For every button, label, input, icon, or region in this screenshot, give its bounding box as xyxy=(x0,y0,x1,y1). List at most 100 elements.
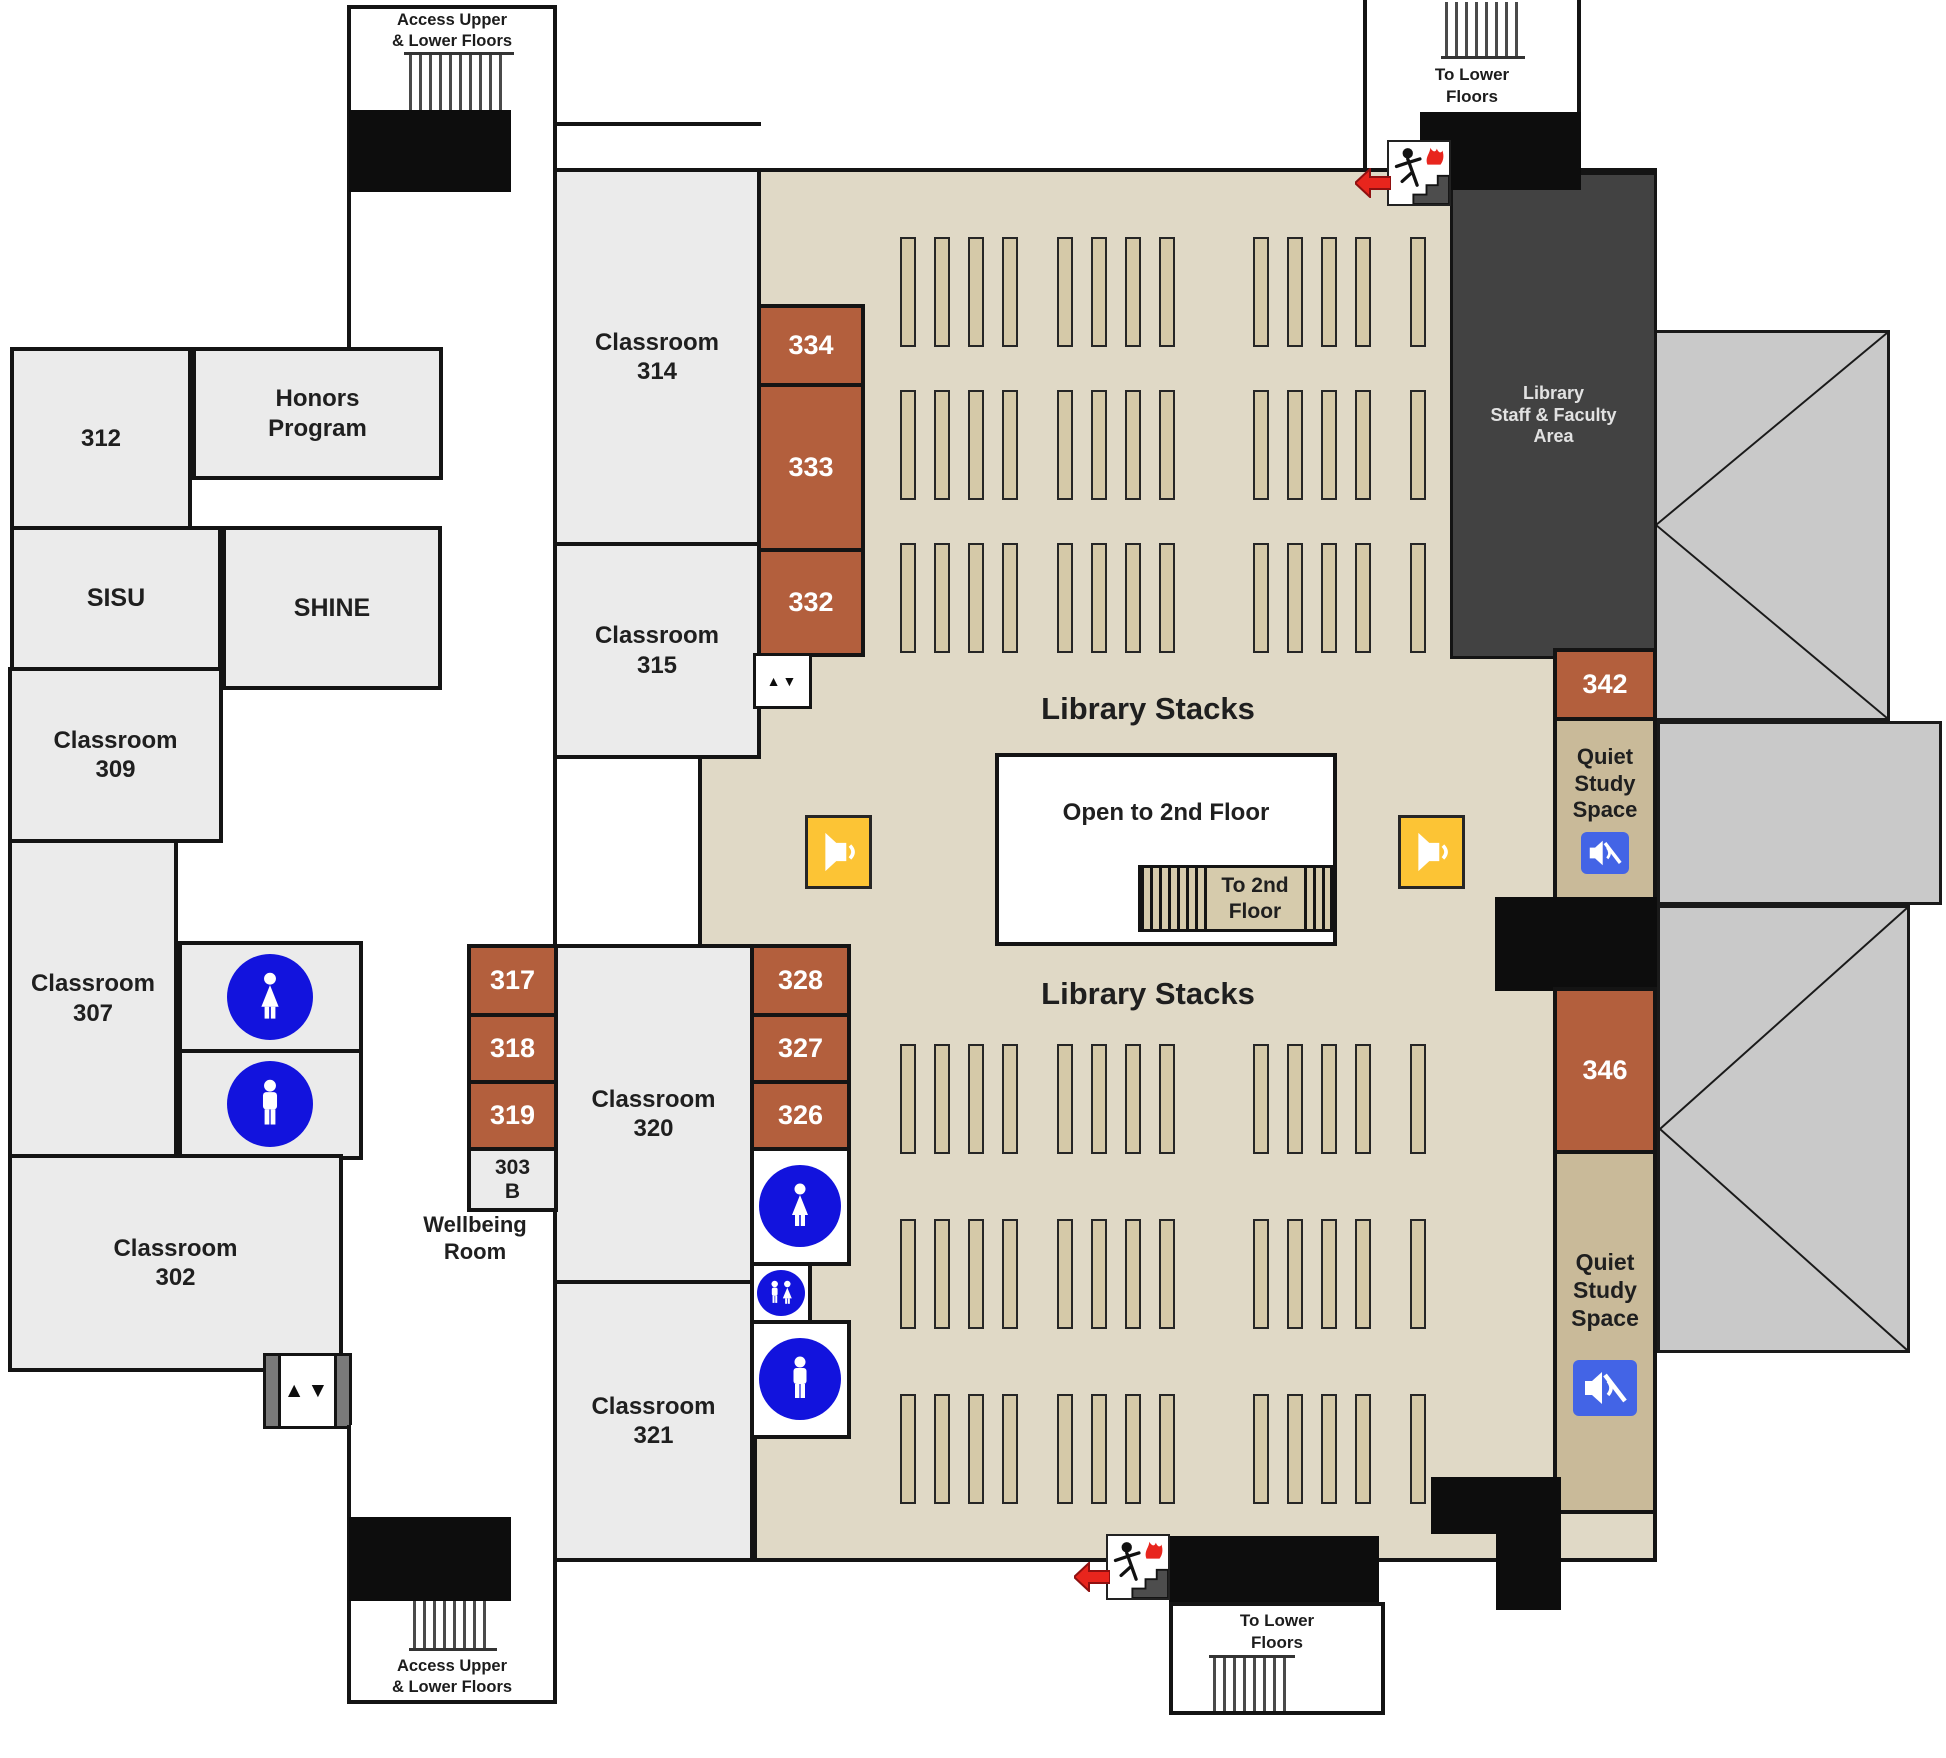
bookshelf-bar xyxy=(1057,390,1073,500)
bookshelf-bar xyxy=(1159,390,1175,500)
bookshelf-bar xyxy=(1410,1044,1426,1154)
fire-exit-glyph xyxy=(1113,1541,1169,1599)
quiet-study-space-2: Quiet Study Space xyxy=(1553,1150,1657,1514)
stairs-hatch-icon xyxy=(1304,868,1330,929)
roof-section-middle xyxy=(1657,721,1942,905)
classroom-302-label: Classroom 302 xyxy=(113,1234,238,1291)
bookshelf-bar xyxy=(1410,390,1426,500)
bookshelf-bar xyxy=(934,1219,950,1329)
family-icon xyxy=(771,1280,792,1304)
wall-block xyxy=(1495,897,1657,991)
bookshelf-bar xyxy=(1091,1394,1107,1504)
room-327: 327 xyxy=(750,1013,851,1084)
man-icon xyxy=(262,1079,278,1125)
bookshelf-bar xyxy=(900,543,916,653)
room-346-label: 346 xyxy=(1582,1055,1628,1086)
room-classroom-307: Classroom 307 xyxy=(8,839,178,1158)
bookshelf-bar xyxy=(1002,237,1018,347)
room-334: 334 xyxy=(757,304,865,387)
room-317: 317 xyxy=(467,944,558,1017)
bookshelf-bar xyxy=(1355,237,1371,347)
stairs-hatch-icon xyxy=(1213,1658,1291,1711)
bookshelf-bar xyxy=(968,543,984,653)
room-classroom-302: Classroom 302 xyxy=(8,1154,343,1372)
bookshelf-bar xyxy=(1057,1394,1073,1504)
bookshelf-bar xyxy=(1125,237,1141,347)
stair-landing xyxy=(1169,1536,1379,1606)
room-shine: SHINE xyxy=(222,526,442,690)
room-328: 328 xyxy=(750,944,851,1017)
room-303b-label: 303 B xyxy=(494,1156,531,1203)
bookshelf-bar xyxy=(1355,390,1371,500)
bookshelf-bar xyxy=(934,543,950,653)
bookshelf-bar xyxy=(934,390,950,500)
fire-exit-icon xyxy=(1387,140,1451,206)
speaker-icon xyxy=(1417,832,1448,872)
room-333-label: 333 xyxy=(788,452,834,483)
bookshelf-bar xyxy=(900,1219,916,1329)
library-staff-area: Library Staff & Faculty Area xyxy=(1450,172,1657,659)
bookshelf-bar xyxy=(1355,543,1371,653)
bookshelf-bar xyxy=(1159,1394,1175,1504)
elevator-door-rail-icon xyxy=(263,1353,281,1429)
stair-edge xyxy=(404,52,514,55)
room-honors-program: Honors Program xyxy=(192,347,443,480)
bookshelf-bar xyxy=(1321,1394,1337,1504)
library-stacks-title-lower: Library Stacks xyxy=(1041,976,1255,1011)
wellbeing-room-label: Wellbeing Room xyxy=(423,1212,527,1264)
room-318-label: 318 xyxy=(489,1033,536,1064)
no-sound-icon xyxy=(1573,1360,1637,1417)
men-restroom-icon xyxy=(759,1338,841,1420)
bookshelf-bar xyxy=(1321,1044,1337,1154)
man-icon xyxy=(793,1356,807,1398)
bookshelf-bar xyxy=(1057,237,1073,347)
bookshelf-bar xyxy=(1002,390,1018,500)
bookshelf-bar xyxy=(1091,390,1107,500)
bookshelf-bar xyxy=(1287,1044,1303,1154)
roof-section-top xyxy=(1653,330,1890,721)
women-restroom-icon xyxy=(759,1165,841,1247)
room-319: 319 xyxy=(467,1080,558,1151)
bookshelf-bar xyxy=(968,390,984,500)
room-318: 318 xyxy=(467,1013,558,1084)
corridor-spine-wall xyxy=(553,122,557,1429)
bookshelf-bar xyxy=(934,237,950,347)
roof-braces-icon xyxy=(1656,333,1887,718)
muted-speaker-icon xyxy=(1589,841,1622,866)
bookshelf-bar xyxy=(1159,1219,1175,1329)
bookshelf-bar xyxy=(1287,237,1303,347)
to-2nd-floor-label: To 2nd Floor xyxy=(1221,874,1289,923)
room-328-label: 328 xyxy=(777,965,824,996)
room-classroom-321: Classroom 321 xyxy=(553,1280,754,1562)
bookshelf-bar xyxy=(1159,543,1175,653)
classroom-320-label: Classroom 320 xyxy=(591,1085,716,1142)
library-floor-jut xyxy=(698,755,757,951)
quiet-study-label: Quiet Study Space xyxy=(1571,1248,1639,1332)
bookshelf-bar xyxy=(1253,237,1269,347)
wall-block xyxy=(1431,1477,1561,1534)
stair-label: Access Upper & Lower Floors xyxy=(391,1657,513,1697)
elevator-icon: ▲▼ xyxy=(283,1379,332,1402)
bookshelf-bar xyxy=(1287,390,1303,500)
bookshelf-bar xyxy=(1355,1044,1371,1154)
bookshelf-bar xyxy=(1253,1044,1269,1154)
bookshelf-bar xyxy=(1321,390,1337,500)
stair-landing xyxy=(349,1517,511,1601)
bookshelf-bar xyxy=(1002,1044,1018,1154)
corridor-left-wall xyxy=(347,192,351,351)
bookshelf-bar xyxy=(1410,237,1426,347)
stairs-hatch-icon xyxy=(413,1601,491,1650)
no-sound-icon xyxy=(1581,832,1629,875)
room-319-label: 319 xyxy=(489,1100,536,1131)
bookshelf-bar xyxy=(1002,1394,1018,1504)
elevator-icon: ▲▼ xyxy=(766,673,799,689)
classroom-307-label: Classroom 307 xyxy=(30,970,156,1027)
bookshelf-bar xyxy=(900,1044,916,1154)
honors-label: Honors Program xyxy=(268,385,367,442)
bookshelf-bar xyxy=(1125,390,1141,500)
stairs-hatch-icon xyxy=(1141,868,1211,929)
room-334-label: 334 xyxy=(788,330,834,361)
open-to-2nd-floor-label: Open to 2nd Floor xyxy=(1062,799,1270,826)
wall-block xyxy=(1496,1530,1561,1610)
family-restroom-icon xyxy=(757,1270,805,1316)
